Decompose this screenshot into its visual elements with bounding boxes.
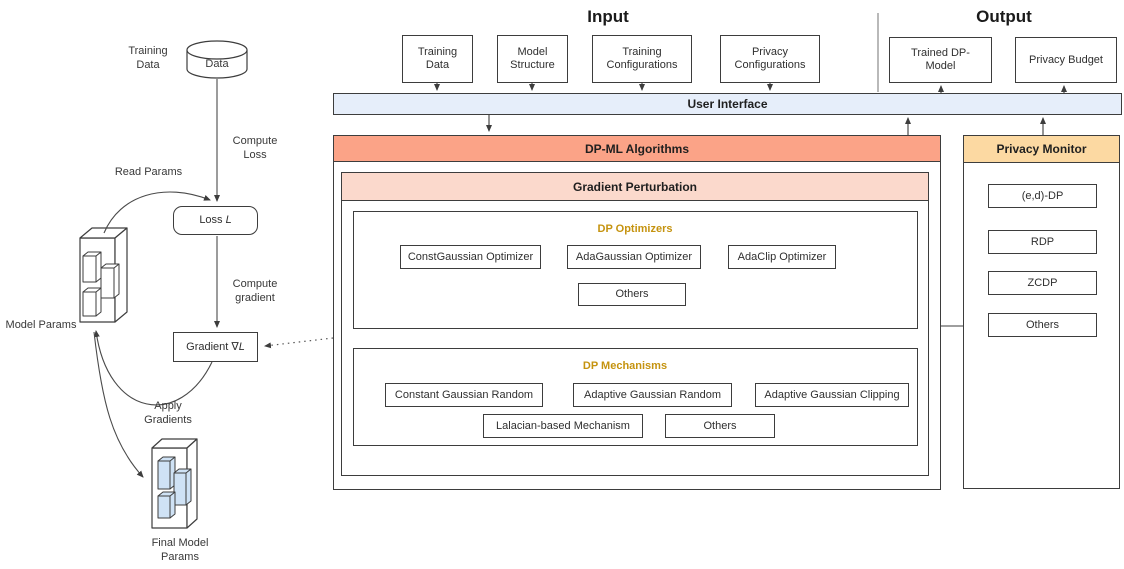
output-box-trained-dp-model: Trained DP-Model: [889, 37, 992, 83]
params-to-final-arrow: [93, 331, 144, 478]
monitor-item-ed-dp: (e,d)-DP: [988, 184, 1097, 208]
optimizer-adaclip: AdaClip Optimizer: [728, 245, 836, 269]
dpml-header: DP-ML Algorithms: [333, 135, 941, 162]
training-data-label: Training Data: [128, 45, 168, 71]
mechanism-adaptive-gaussian-clipping: Adaptive Gaussian Clipping: [755, 383, 909, 407]
final-model-params-label: Final Model Params: [151, 537, 209, 563]
gradient-symbol: ∇L: [231, 340, 245, 353]
user-interface-bar: User Interface: [333, 93, 1122, 115]
dp-optimizers-box: [353, 211, 918, 329]
monitor-item-rdp: RDP: [988, 230, 1097, 254]
final-model-params-icon: [151, 438, 198, 529]
dpml-to-gradient-dotted-arrow: [264, 337, 334, 349]
model-params-label: Model Params: [5, 319, 77, 331]
read-params-label: Read Params: [114, 166, 183, 178]
optimizer-constgaussian: ConstGaussian Optimizer: [400, 245, 541, 269]
monitor-item-others: Others: [988, 313, 1097, 337]
mechanism-lalacian-based: Lalacian-based Mechanism: [483, 414, 643, 438]
apply-gradients-arrow: [93, 330, 213, 406]
apply-gradients-label: Apply Gradients: [144, 400, 192, 426]
dp-mechanisms-title: DP Mechanisms: [582, 360, 668, 372]
mechanism-adaptive-gaussian-random: Adaptive Gaussian Random: [573, 383, 732, 407]
compute-loss-label: Compute Loss: [232, 135, 278, 161]
mechanism-constant-gaussian-random: Constant Gaussian Random: [385, 383, 543, 407]
loss-node: Loss L: [173, 206, 258, 235]
mechanism-others: Others: [665, 414, 775, 438]
data-cylinder-icon: [186, 40, 248, 79]
gradient-node: Gradient ∇L: [173, 332, 258, 362]
output-box-privacy-budget: Privacy Budget: [1015, 37, 1117, 83]
gradient-perturbation-header: Gradient Perturbation: [341, 172, 929, 201]
gradient-node-label: Gradient: [186, 340, 229, 353]
dp-optimizers-title: DP Optimizers: [597, 223, 673, 235]
privacy-monitor-header: Privacy Monitor: [963, 135, 1120, 163]
input-section-title: Input: [587, 7, 629, 26]
output-section-title: Output: [976, 7, 1032, 26]
model-params-icon: [79, 227, 128, 323]
read-params-arrow: [103, 191, 211, 234]
loss-node-label: Loss: [199, 214, 223, 226]
input-box-training-configurations: Training Configurations: [592, 35, 692, 83]
monitor-item-zcdp: ZCDP: [988, 271, 1097, 295]
input-box-model-structure: Model Structure: [497, 35, 568, 83]
input-box-training-data: Training Data: [402, 35, 473, 83]
input-box-privacy-configurations: Privacy Configurations: [720, 35, 820, 83]
data-cylinder-label: Data: [205, 58, 229, 70]
loss-symbol: L: [225, 214, 232, 226]
optimizer-others: Others: [578, 283, 686, 306]
compute-gradient-label: Compute gradient: [232, 278, 278, 304]
optimizer-adagaussian: AdaGaussian Optimizer: [567, 245, 701, 269]
